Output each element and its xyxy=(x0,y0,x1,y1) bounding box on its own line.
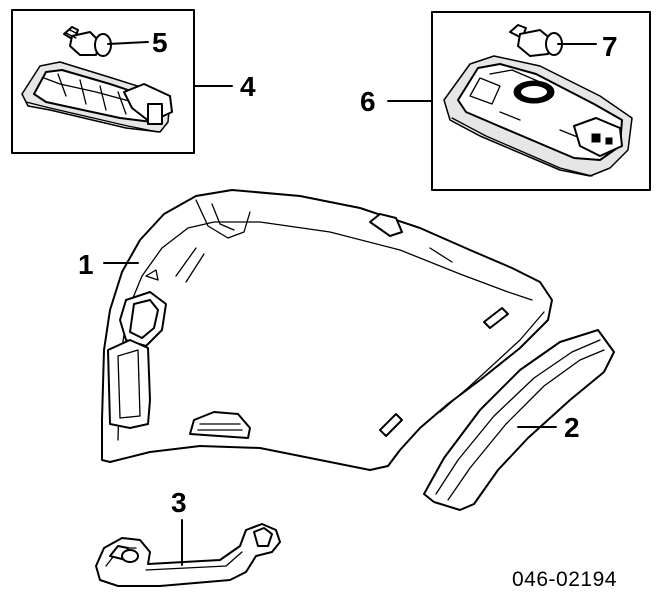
bulb-7-drawing xyxy=(509,24,563,57)
callout-7: 7 xyxy=(602,31,618,62)
detail-box-lamp-4 xyxy=(11,9,195,154)
leader-line-5 xyxy=(107,41,149,45)
diagram-code: 046-02194 xyxy=(512,568,617,591)
pillar-garnish-2-drawing xyxy=(423,329,615,511)
lamp-housing-6-drawing xyxy=(443,55,633,177)
bulb-5-drawing xyxy=(63,26,112,57)
callout-5: 5 xyxy=(152,27,168,58)
callout-4: 4 xyxy=(240,71,256,102)
detail-box-lamp-6 xyxy=(431,11,651,191)
callout-1: 1 xyxy=(78,249,94,280)
headliner-1-drawing xyxy=(101,189,553,471)
lamp-housing-4-drawing xyxy=(21,61,173,133)
assist-grip-3-drawing xyxy=(95,523,281,587)
callout-6: 6 xyxy=(360,86,376,117)
callout-3: 3 xyxy=(171,487,187,518)
callout-2: 2 xyxy=(564,412,580,443)
